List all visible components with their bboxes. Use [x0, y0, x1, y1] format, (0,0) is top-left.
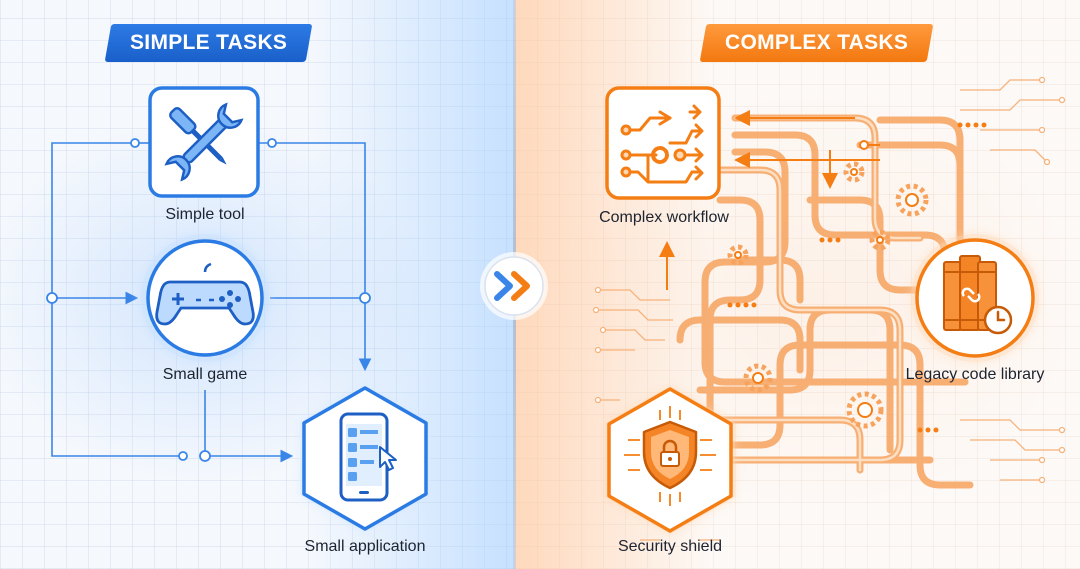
simple-tasks-title: SIMPLE TASKS — [104, 24, 313, 62]
complex-workflow-tile — [605, 86, 721, 200]
legacy-code-library-tile — [911, 234, 1039, 362]
dot-clusters — [727, 122, 987, 433]
connector-node — [859, 140, 869, 150]
legacy-code-library-label: Legacy code library — [905, 366, 1045, 383]
complex-tasks-title: COMPLEX TASKS — [699, 24, 934, 62]
shield-lock-circuit-icon — [624, 406, 716, 506]
wrench-screwdriver-icon — [164, 102, 244, 182]
transition-arrow-button — [480, 252, 548, 320]
small-game-tile — [141, 234, 269, 362]
complex-arrows — [659, 110, 880, 290]
complex-workflow-label: Complex workflow — [599, 209, 729, 226]
security-shield-label: Security shield — [617, 538, 723, 555]
phone-app-cursor-icon — [339, 412, 397, 502]
simple-connector-nodes — [46, 138, 371, 462]
complex-tasks-title-text: COMPLEX TASKS — [725, 31, 909, 54]
gear-hubs — [734, 168, 919, 418]
books-link-clock-icon — [943, 255, 1013, 335]
gear-icons — [727, 161, 929, 429]
gamepad-icon — [155, 262, 255, 326]
simple-tool-label: Simple tool — [165, 206, 245, 223]
small-application-tile — [300, 385, 430, 532]
circuit-traces — [598, 79, 1060, 541]
circuit-nodes — [592, 76, 1066, 484]
small-application-label: Small application — [304, 538, 426, 555]
branching-arrows-gear-icon — [620, 104, 704, 184]
simple-tool-tile — [148, 86, 260, 198]
double-chevron-right-icon — [494, 271, 530, 301]
security-shield-tile — [605, 386, 735, 534]
small-game-label: Small game — [162, 366, 248, 383]
simple-tasks-title-text: SIMPLE TASKS — [130, 31, 288, 54]
